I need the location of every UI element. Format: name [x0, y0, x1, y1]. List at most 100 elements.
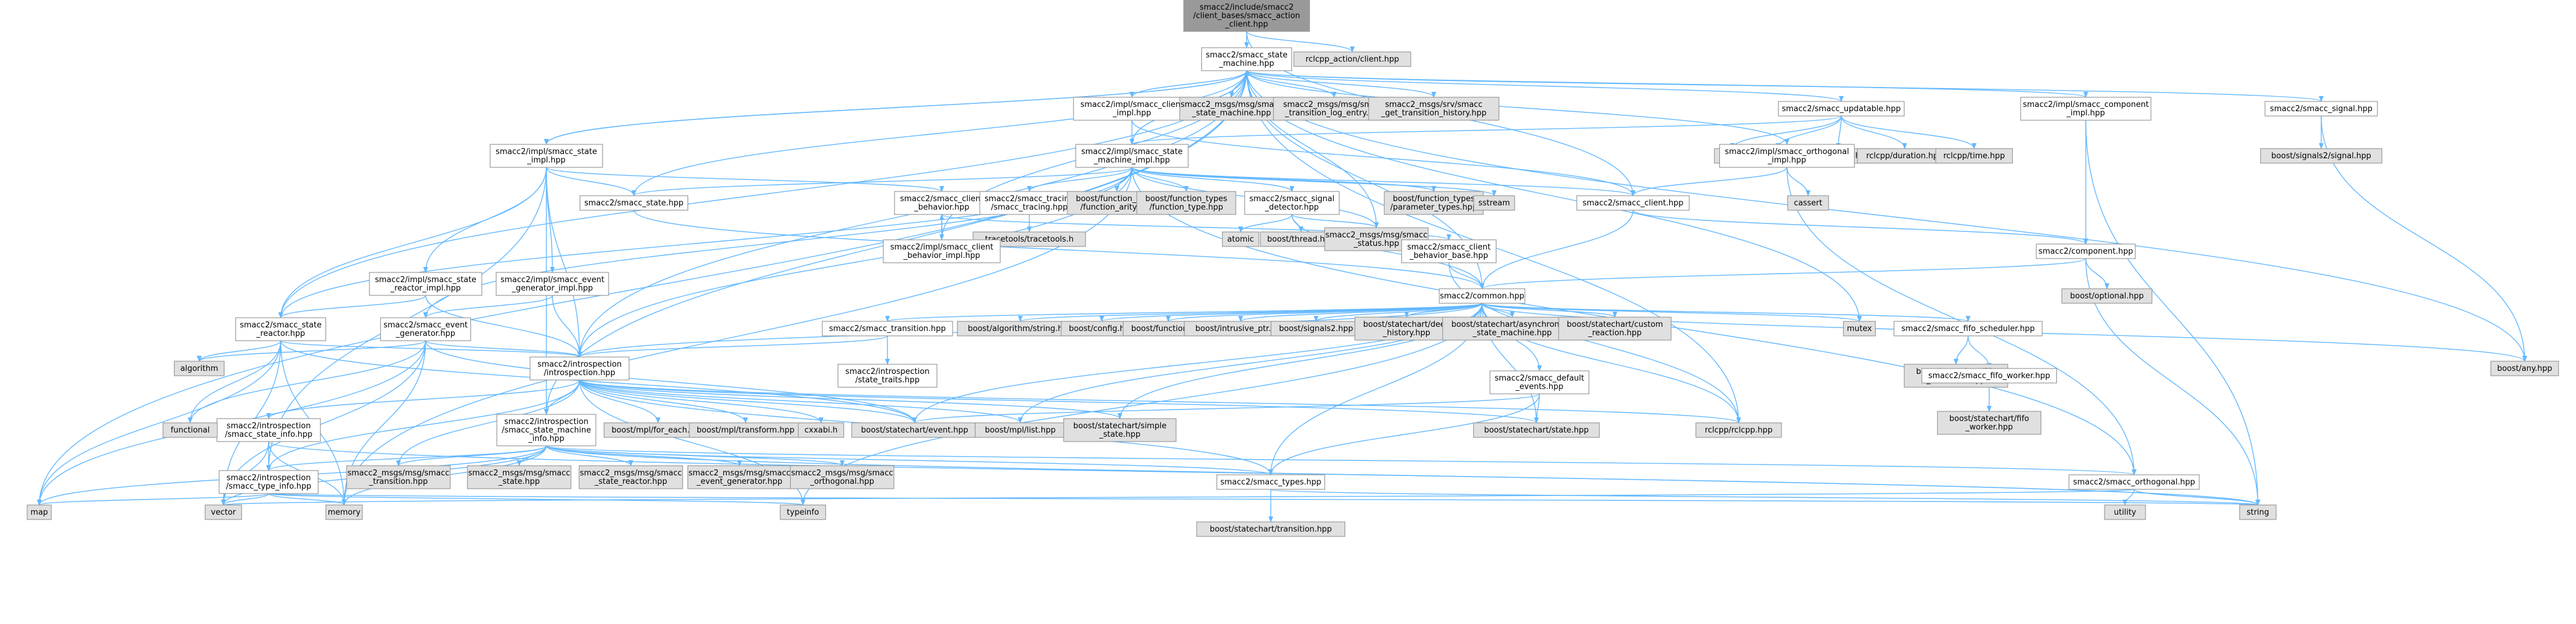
node-tracing[interactable]: smacc2/smacc_tracing/smacc_tracing.hpp: [979, 191, 1079, 215]
edge-orthogonal-to-string: [2133, 489, 2260, 506]
node-signal[interactable]: smacc2/smacc_signal.hpp: [2264, 101, 2378, 117]
node-label-msg_transition: smacc2_msgs/msg/smacc: [347, 469, 449, 478]
node-custom_reaction: boost/statechart/custom_reaction.hpp: [1558, 317, 1672, 341]
edge-fifo_scheduler-to-statechart_fifo_scheduler: [1954, 335, 1969, 365]
node-box-mutex: [1843, 321, 1876, 336]
node-label-srv_gth: smacc2_msgs/srv/smacc: [1385, 100, 1482, 109]
edge-state_machine-to-signal: [1246, 70, 2324, 102]
node-client_behavior[interactable]: smacc2/smacc_client_behavior.hpp: [894, 191, 989, 215]
node-default_events[interactable]: smacc2/smacc_default_events.hpp: [1489, 370, 1590, 394]
node-sc_event: boost/statechart/event.hpp: [851, 422, 978, 438]
edge-state_reactor-to-sc_event: [280, 340, 917, 423]
node-cassert: cassert: [1787, 195, 1829, 211]
node-event_generator[interactable]: smacc2/smacc_event_generator.hpp: [380, 317, 471, 341]
node-label-memory: memory: [328, 508, 361, 517]
edge-sm_info-to-type_info: [266, 445, 547, 471]
node-label-client: smacc2/smacc_client.hpp: [1582, 199, 1683, 208]
node-state_info[interactable]: smacc2/introspection/smacc_state_info.hp…: [216, 418, 321, 442]
node-state_traits[interactable]: smacc2/introspection/state_traits.hpp: [837, 364, 938, 388]
node-label-sm_info: /smacc_state_machine: [502, 426, 591, 435]
edge-orthogonal-to-utility: [2123, 489, 2135, 506]
node-label-client_behavior: _behavior.hpp: [913, 203, 969, 212]
header-nodes: smacc2/include/smacc2/client_bases/smacc…: [27, 0, 2559, 537]
node-label-msg_orthogonal: _orthogonal.hpp: [810, 477, 874, 486]
node-client[interactable]: smacc2/smacc_client.hpp: [1576, 195, 1690, 211]
node-box-msg_transition: [346, 465, 451, 489]
node-sm_impl[interactable]: smacc2/impl/smacc_state_machine_impl.hpp: [1075, 144, 1189, 168]
node-label-param_types: boost/function_types: [1393, 195, 1475, 204]
node-string: string: [2239, 504, 2277, 520]
node-box-sstream: [1473, 195, 1515, 211]
node-fifo_worker[interactable]: smacc2/smacc_fifo_worker.hpp: [1921, 368, 2057, 384]
node-label-statechart_fifo_worker: boost/statechart/fifo: [1949, 414, 2029, 423]
edge-signal_detector-to-common: [1291, 214, 1485, 289]
node-box-msg_state: [467, 465, 572, 489]
node-root[interactable]: smacc2/include/smacc2/client_bases/smacc…: [1183, 0, 1310, 32]
node-label-signal_detector: smacc2/smacc_signal: [1249, 195, 1334, 204]
node-types[interactable]: smacc2/smacc_types.hpp: [1216, 474, 1325, 490]
node-introspection[interactable]: smacc2/introspection/introspection.hpp: [529, 356, 630, 381]
edge-state_reactor_impl-to-state_reactor: [278, 295, 426, 318]
edge-client_behavior_base-to-rclcpp: [1448, 262, 1741, 423]
node-statechart_fifo_worker: boost/statechart/fifo_worker.hpp: [1937, 411, 2042, 435]
node-component_impl[interactable]: smacc2/impl/smacc_component_impl.hpp: [2020, 97, 2152, 121]
node-client_behavior_base[interactable]: smacc2/smacc_client_behavior_base.hpp: [1401, 239, 1497, 263]
node-orthogonal_impl[interactable]: smacc2/impl/smacc_orthogonal_impl.hpp: [1719, 144, 1855, 168]
node-state_reactor_impl[interactable]: smacc2/impl/smacc_state_reactor_impl.hpp: [369, 272, 482, 296]
node-box-statechart_fifo_worker: [1937, 411, 2042, 435]
node-client_behavior_impl[interactable]: smacc2/impl/smacc_client_behavior_impl.h…: [883, 239, 1001, 263]
node-box-client_behavior: [894, 191, 989, 215]
node-box-component_impl: [2020, 97, 2152, 121]
node-box-param_types: [1384, 191, 1484, 215]
edge-state_machine-to-any: [1246, 70, 2527, 362]
node-common[interactable]: smacc2/common.hpp: [1439, 288, 1526, 304]
node-box-functional: [162, 422, 218, 438]
edge-sm_impl-to-param_types: [1131, 167, 1436, 192]
node-type_info[interactable]: smacc2/introspection/smacc_type_info.hpp: [219, 470, 319, 494]
node-label-tracing: smacc2/smacc_tracing: [985, 195, 1074, 204]
node-label-state_info: /smacc_state_info.hpp: [225, 430, 312, 439]
node-client_impl[interactable]: smacc2/impl/smacc_client_impl.hpp: [1073, 97, 1191, 121]
node-label-map: map: [31, 508, 48, 517]
edge-component-to-boost_optional: [2085, 258, 2109, 289]
node-updatable[interactable]: smacc2/smacc_updatable.hpp: [1778, 101, 1905, 117]
node-fifo_scheduler[interactable]: smacc2/smacc_fifo_scheduler.hpp: [1893, 321, 2043, 336]
edge-introspection-to-cxxabi: [579, 379, 823, 423]
node-label-introspection: smacc2/introspection: [537, 360, 621, 369]
node-orthogonal[interactable]: smacc2/smacc_orthogonal.hpp: [2068, 474, 2200, 490]
node-box-signal_detector: [1244, 191, 1340, 215]
node-box-default_events: [1489, 370, 1590, 394]
node-box-string: [2239, 504, 2277, 520]
node-label-tracing: /smacc_tracing.hpp: [991, 203, 1067, 212]
node-sstream: sstream: [1473, 195, 1515, 211]
node-state[interactable]: smacc2/smacc_state.hpp: [579, 195, 688, 211]
node-box-fn_type: [1136, 191, 1236, 215]
edge-state_machine-to-srv_gth: [1246, 70, 1436, 98]
edge-state-to-common: [633, 210, 1485, 289]
edge-common-to-custom_reaction: [1481, 303, 1617, 318]
node-state_machine[interactable]: smacc2/smacc_state_machine.hpp: [1201, 47, 1293, 71]
node-state_reactor[interactable]: smacc2/smacc_state_reactor.hpp: [235, 317, 327, 341]
node-signal_detector[interactable]: smacc2/smacc_signal_detector.hpp: [1244, 191, 1340, 215]
node-component[interactable]: smacc2/component.hpp: [2036, 243, 2136, 259]
node-label-msg_state_reactor: _state_reactor.hpp: [594, 477, 667, 486]
edge-introspection-to-state_info: [266, 379, 580, 419]
node-event_generator_impl[interactable]: smacc2/impl/smacc_event_generator_impl.h…: [496, 272, 609, 296]
node-box-msg_sm: [1179, 97, 1284, 121]
edge-orthogonal_impl-to-cassert: [1786, 167, 1811, 196]
node-msg_orthogonal: smacc2_msgs/msg/smacc_orthogonal.hpp: [790, 465, 895, 489]
edge-sm_info-to-orthogonal: [546, 445, 2136, 475]
node-label-vector: vector: [211, 508, 236, 517]
node-sm_info[interactable]: smacc2/introspection/smacc_state_machine…: [496, 414, 596, 446]
node-label-event_generator_impl: smacc2/impl/smacc_event: [500, 275, 604, 285]
node-box-boost_optional: [2061, 288, 2153, 304]
node-box-client: [1576, 195, 1690, 211]
node-label-intrusive_ptr: boost/intrusive_ptr.hpp: [1195, 324, 1286, 333]
node-state_impl[interactable]: smacc2/impl/smacc_state_impl.hpp: [490, 144, 603, 168]
node-label-types: smacc2/smacc_types.hpp: [1220, 478, 1321, 487]
edge-common-to-transition: [885, 303, 1483, 322]
node-label-sm_info: smacc2/introspection: [504, 417, 588, 426]
node-transition[interactable]: smacc2/smacc_transition.hpp: [822, 321, 953, 336]
node-label-state_reactor: _reactor.hpp: [256, 329, 305, 338]
node-box-rclcpp_action: [1293, 51, 1411, 67]
